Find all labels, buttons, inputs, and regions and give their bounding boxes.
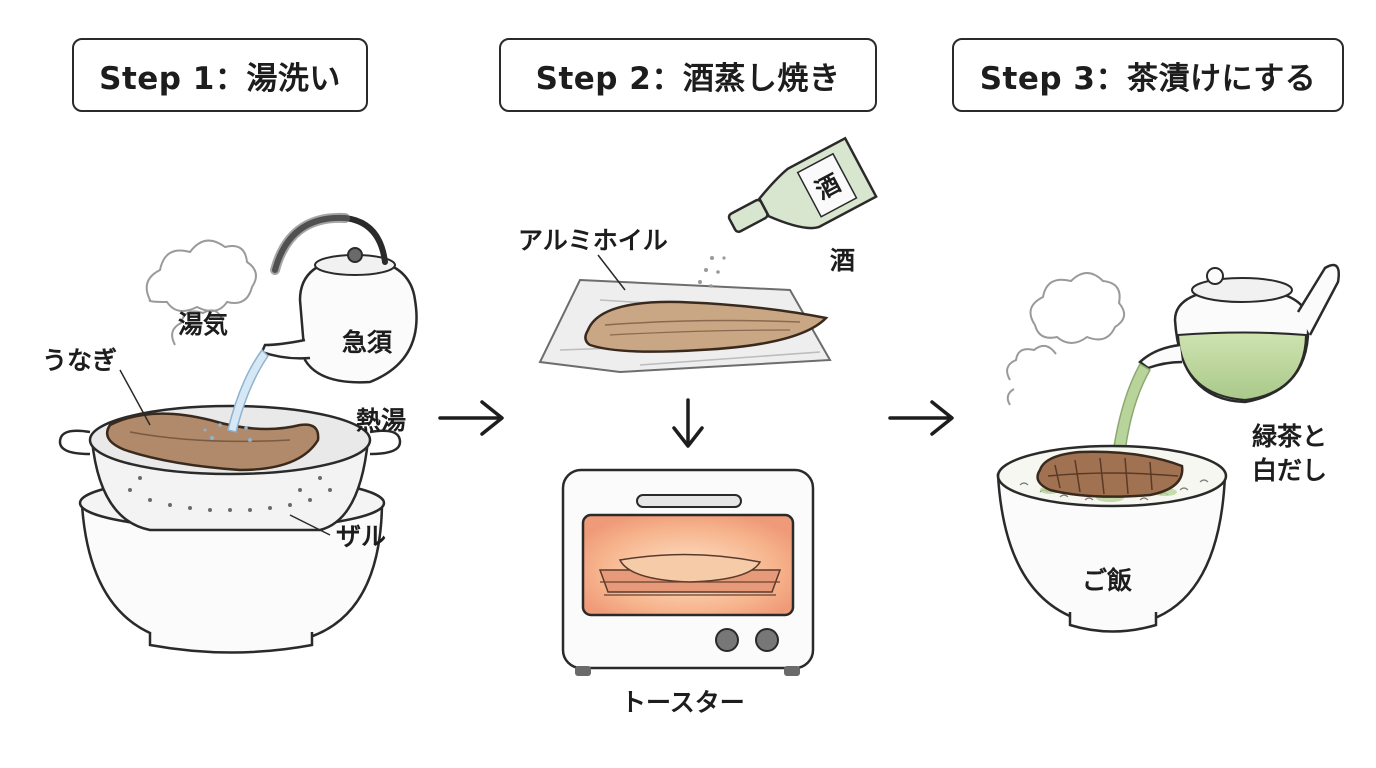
steam-cloud [145, 239, 257, 312]
step2-title: Step 2：酒蒸し焼き [499, 38, 877, 112]
hot-water-label: 熱湯 [356, 406, 407, 435]
teapot [1138, 263, 1340, 404]
kettle-label: 急須 [342, 328, 393, 357]
eel-on-rice [1036, 450, 1184, 498]
foil-label: アルミホイル [518, 226, 668, 255]
eel [105, 412, 320, 472]
eel-on-foil [584, 300, 829, 353]
steam-cloud [1029, 272, 1126, 344]
arrow-foil-to-toaster [672, 398, 704, 448]
tea-label: 緑茶と [1252, 422, 1328, 451]
arrow-step2-to-step3 [888, 400, 954, 436]
steam-label: 湯気 [178, 310, 229, 339]
step3-illustration [996, 263, 1340, 633]
hot-water-stream [227, 348, 269, 433]
dashi-label: 白だし [1252, 456, 1328, 485]
step1-title: Step 1：湯洗い [72, 38, 368, 112]
eel-label: うなぎ [42, 346, 118, 375]
step3-title: Step 3：茶漬けにする [952, 38, 1344, 112]
step2-illustration: 酒 [538, 136, 878, 676]
colander-label: ザル [336, 522, 387, 551]
kettle [298, 256, 418, 384]
toaster-oven [561, 468, 815, 676]
toaster-dial-right [755, 628, 779, 652]
step1-illustration [58, 212, 418, 654]
sake-bottle: 酒 [727, 136, 878, 234]
rice-label: ご飯 [1082, 566, 1133, 595]
toaster-label: トースター [621, 688, 745, 717]
sake-label: 酒 [830, 246, 856, 275]
arrow-step1-to-step2 [438, 400, 504, 436]
toaster-dial-left [715, 628, 739, 652]
